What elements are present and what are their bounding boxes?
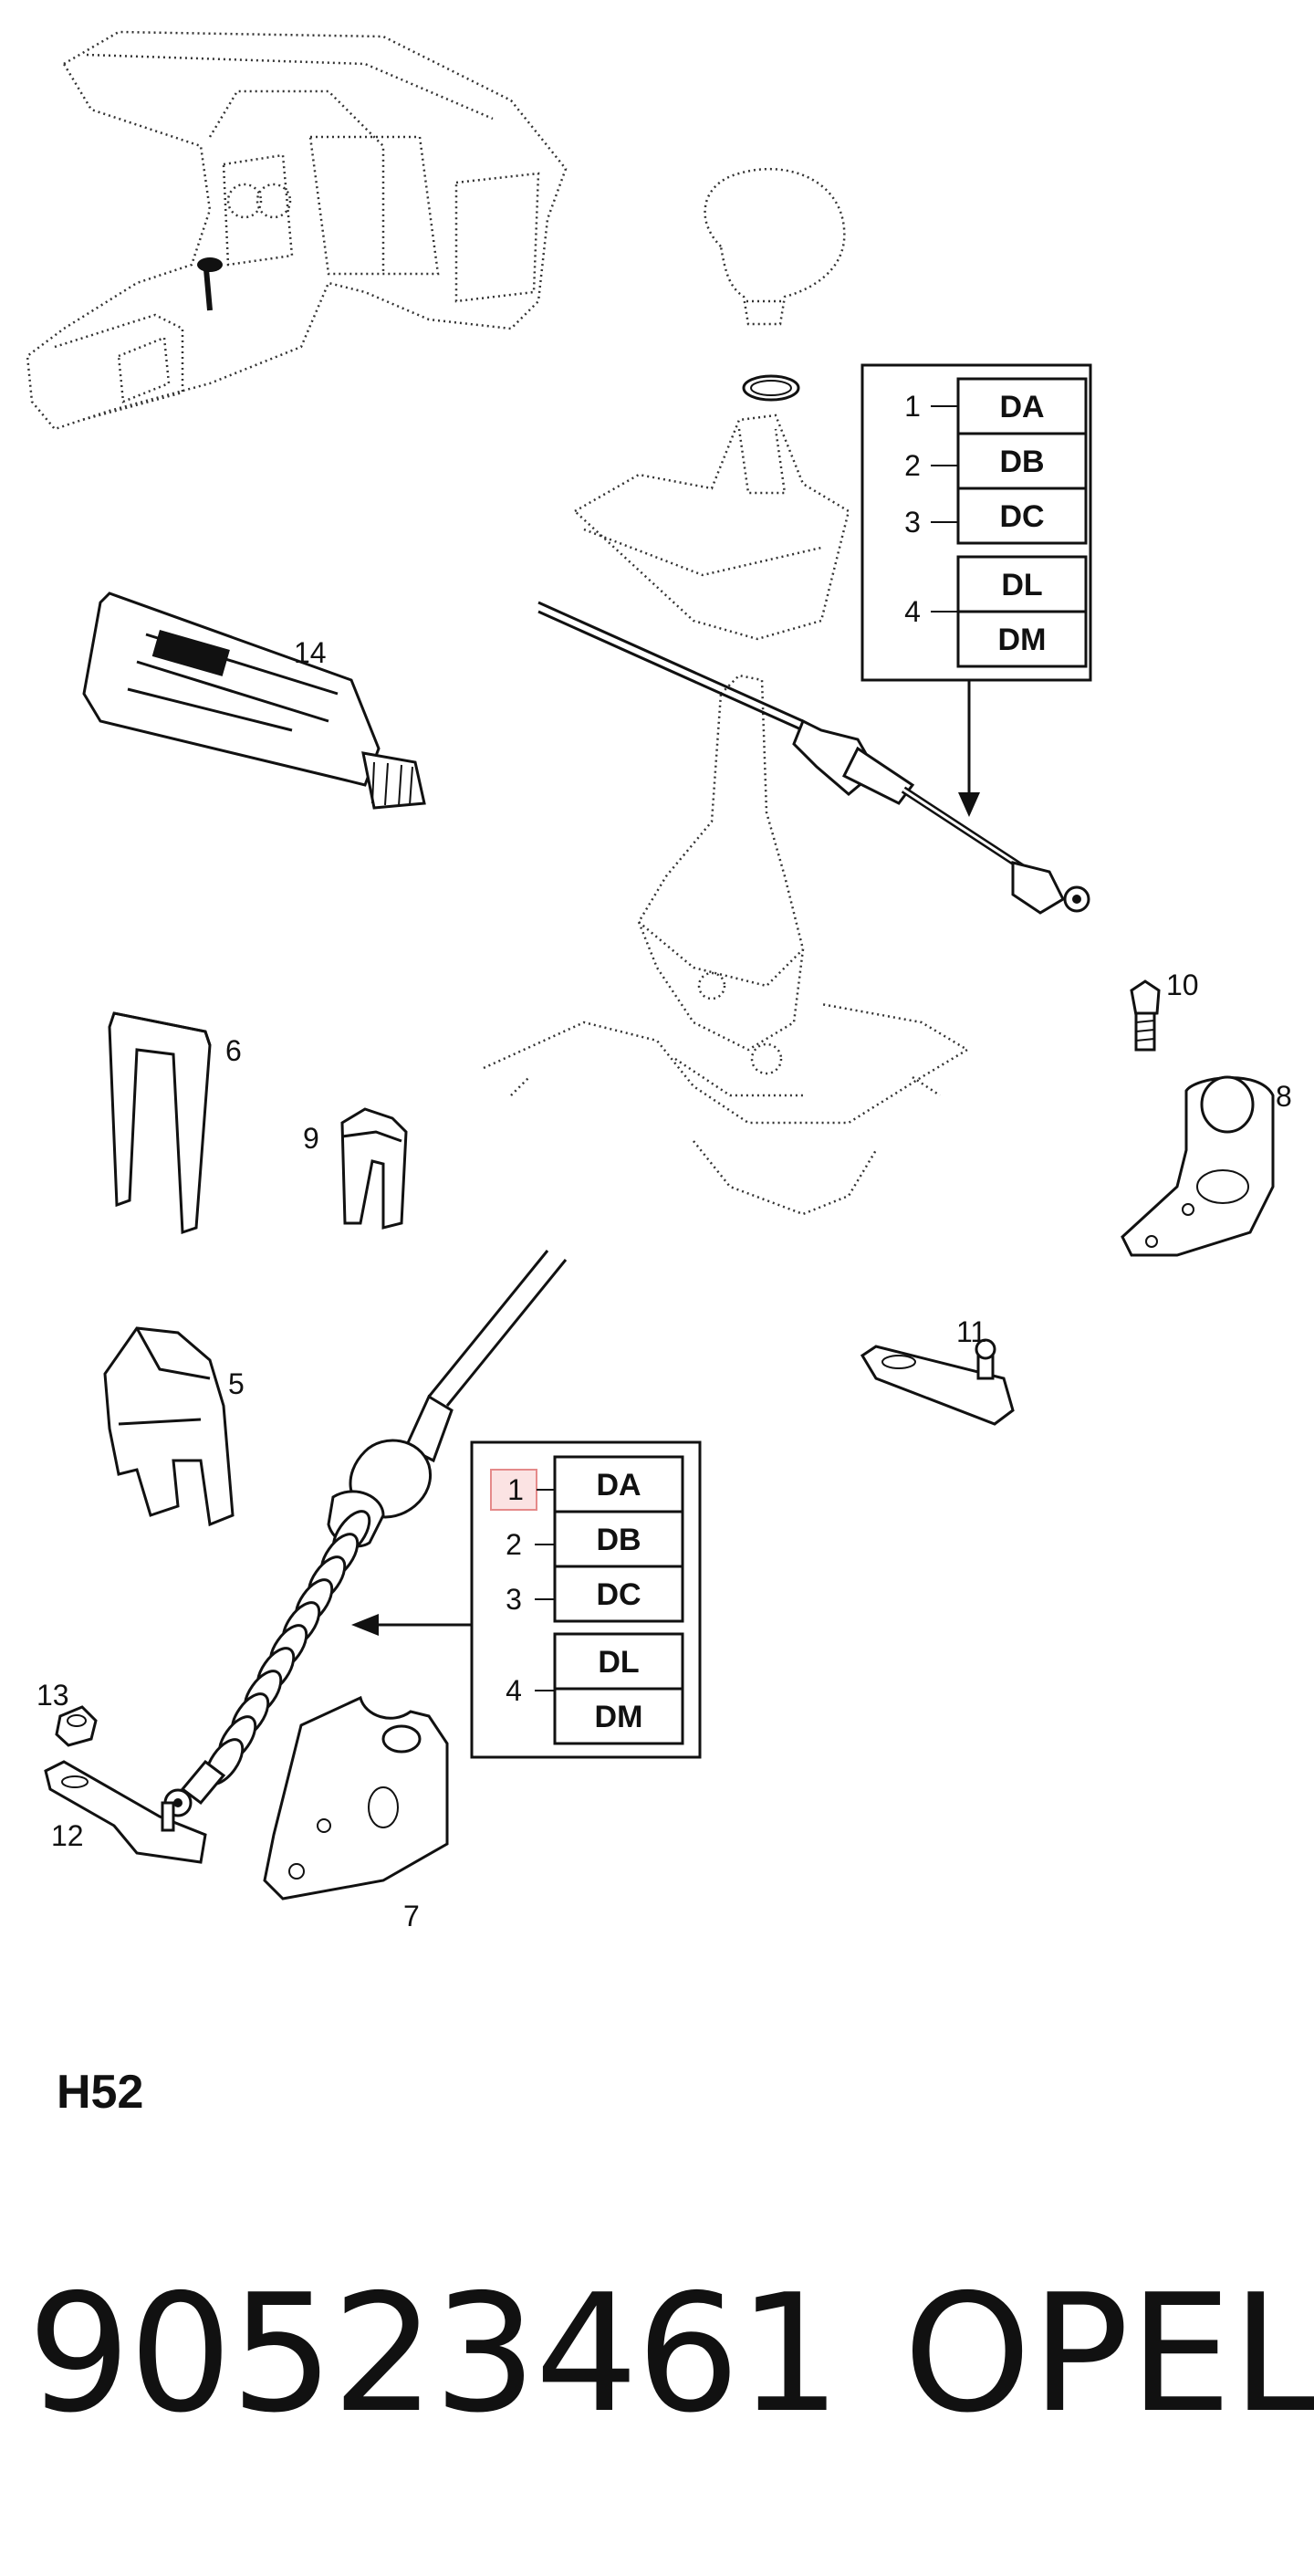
bottom-row-db: DB	[596, 1523, 641, 1557]
top-row-db: DB	[999, 445, 1044, 479]
callout-labels: 14 6 9 5 10 8 11 13 12 7	[36, 636, 1292, 1932]
callout-10: 10	[1166, 969, 1199, 1001]
top-number-4: 4	[904, 595, 921, 628]
gear-knob-illustration	[704, 167, 846, 402]
callout-13: 13	[36, 1679, 69, 1712]
top-number-2: 2	[904, 449, 921, 482]
bottom-row-dc: DC	[596, 1577, 641, 1612]
part-number: 90523461	[27, 2259, 841, 2448]
grease-tube-illustration	[82, 592, 426, 810]
brand-name: OPEL	[903, 2259, 1314, 2448]
clip-part-9-illustration	[340, 1107, 408, 1230]
callout-8: 8	[1276, 1080, 1292, 1113]
lever-part-12-illustration	[44, 1760, 207, 1864]
callout-14: 14	[294, 636, 327, 669]
gear-lever-assembly-illustration	[483, 674, 970, 1216]
bolt-part-10-illustration	[1130, 979, 1161, 1052]
callout-12: 12	[51, 1819, 84, 1852]
top-row-dl: DL	[1001, 568, 1042, 602]
bottom-number-1: 1	[507, 1473, 524, 1506]
top-row-da: DA	[999, 390, 1044, 424]
top-row-dc: DC	[999, 499, 1044, 534]
gear-boot-illustration	[572, 414, 850, 641]
dashboard-illustration	[26, 30, 568, 431]
variant-table-top: DA DB DC DL DM 1 2 3 4	[860, 363, 1092, 817]
callout-9: 9	[303, 1122, 319, 1155]
callout-5: 5	[228, 1367, 245, 1400]
callout-6: 6	[225, 1034, 242, 1067]
lever-part-11-illustration	[860, 1338, 1015, 1426]
bellows	[204, 1510, 371, 1785]
bottom-number-3: 3	[506, 1583, 522, 1616]
upper-cable-illustration	[537, 601, 1090, 915]
callout-11: 11	[956, 1315, 986, 1348]
sheet-code: H52	[57, 2066, 144, 2119]
top-number-1: 1	[904, 390, 921, 423]
bottom-row-dm: DM	[595, 1700, 643, 1734]
callout-7: 7	[403, 1900, 420, 1932]
bottom-number-2: 2	[506, 1528, 522, 1561]
clip-part-6-illustration	[108, 1011, 212, 1235]
top-number-3: 3	[904, 506, 921, 539]
top-row-dm: DM	[998, 623, 1047, 657]
lower-cable-illustration	[163, 1250, 568, 1817]
bottom-number-4: 4	[506, 1674, 522, 1707]
bracket-part-8-illustration	[1121, 1075, 1275, 1257]
nut-part-13-illustration	[55, 1705, 98, 1747]
bottom-row-dl: DL	[598, 1645, 639, 1680]
bottom-row-da: DA	[596, 1468, 641, 1503]
variant-table-bottom: DA DB DC DL DM 1 2 3 4	[351, 1440, 702, 1759]
bracket-part-7-illustration	[263, 1695, 449, 1901]
holder-part-5-illustration	[103, 1326, 235, 1527]
